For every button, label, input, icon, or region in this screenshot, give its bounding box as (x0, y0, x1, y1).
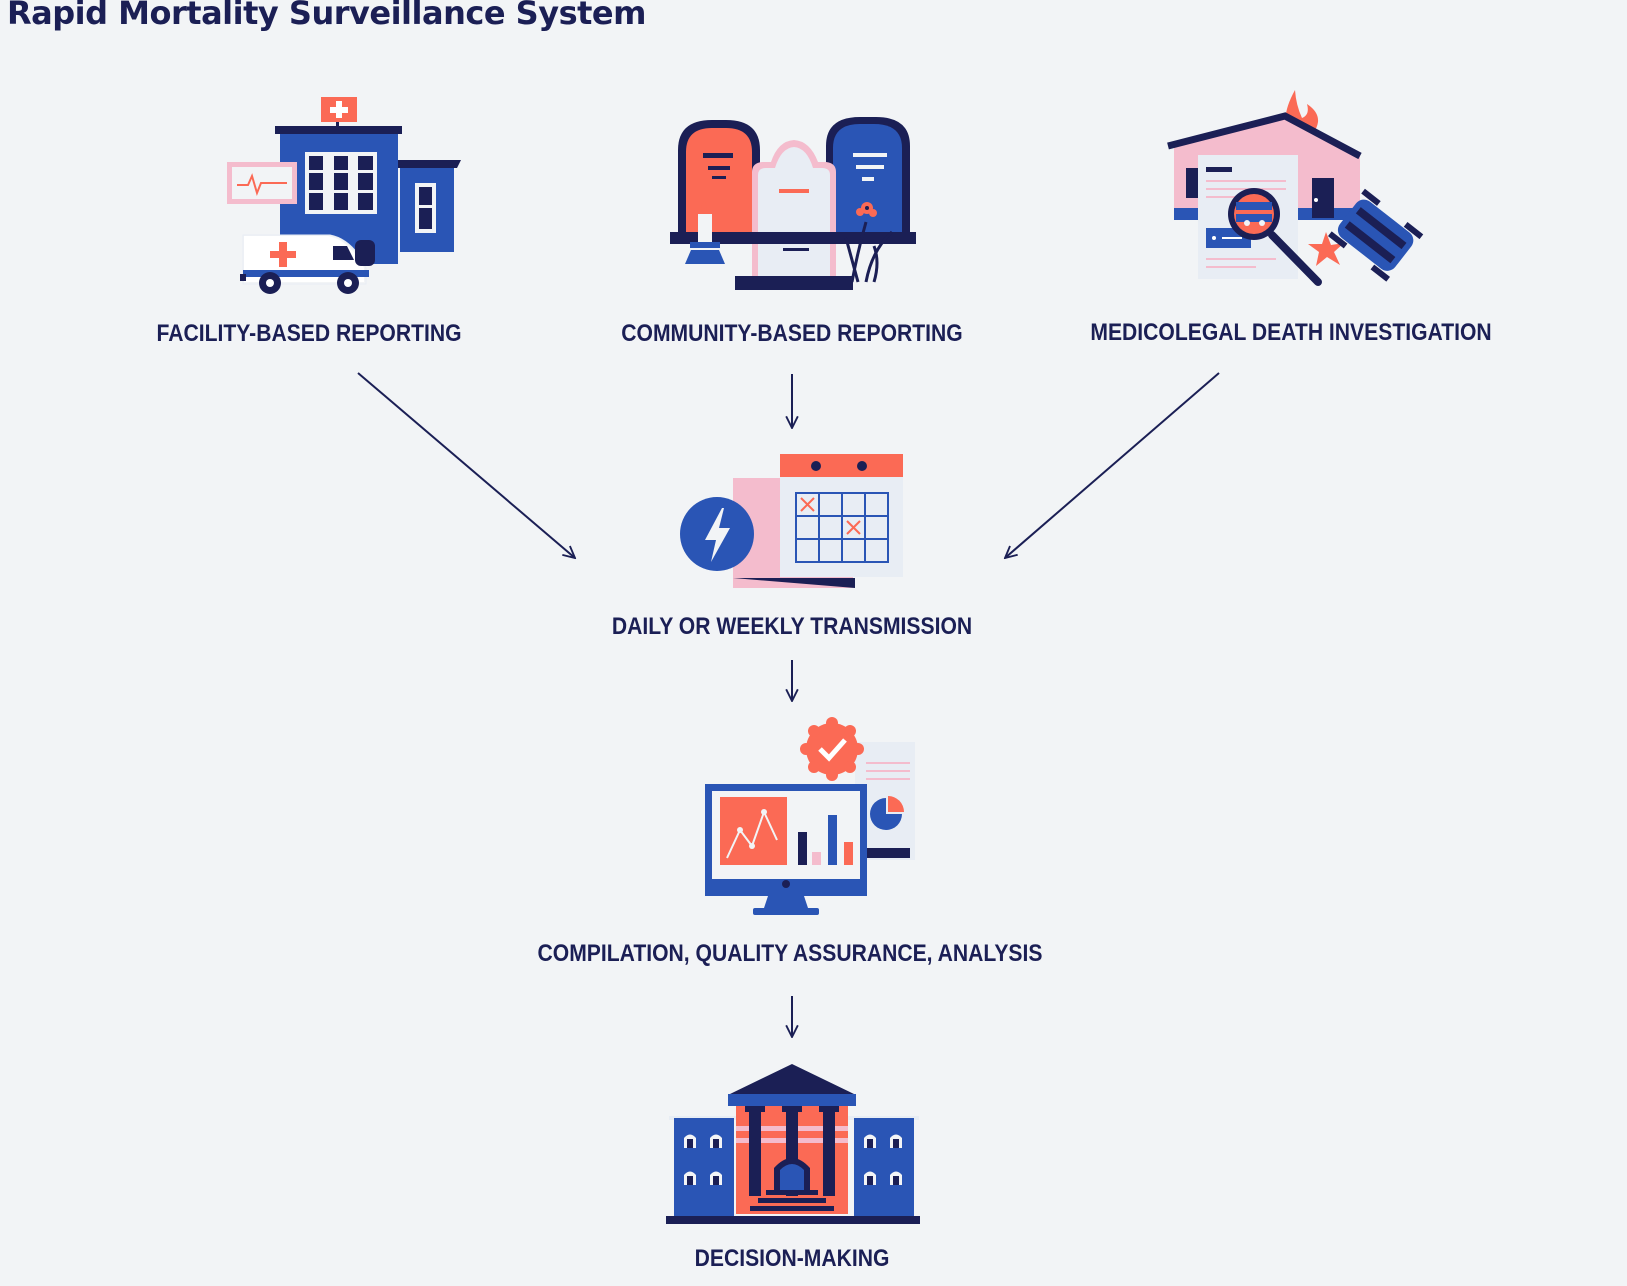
transmission-label: DAILY OR WEEKLY TRANSMISSION (611, 613, 973, 640)
computer-analytics-icon (705, 717, 915, 915)
arrow-medicolegal-to-transmission (1005, 372, 1220, 558)
compilation-label: COMPILATION, QUALITY ASSURANCE, ANALYSIS (537, 940, 1043, 967)
page-title: Rapid Mortality Surveillance System (7, 0, 646, 32)
arrow-facility-to-transmission (357, 372, 575, 558)
hospital-ambulance-icon (227, 97, 461, 294)
decision-making-label: DECISION-MAKING (694, 1245, 890, 1272)
medicolegal-investigation-label: MEDICOLEGAL DEATH INVESTIGATION (1090, 319, 1492, 346)
facility-reporting-label: FACILITY-BASED REPORTING (156, 320, 462, 347)
gravestones-icon (670, 117, 916, 290)
community-reporting-label: COMMUNITY-BASED REPORTING (621, 320, 963, 347)
government-building-icon (666, 1064, 920, 1224)
calendar-lightning-icon (680, 454, 903, 588)
investigation-icon (1167, 90, 1424, 286)
